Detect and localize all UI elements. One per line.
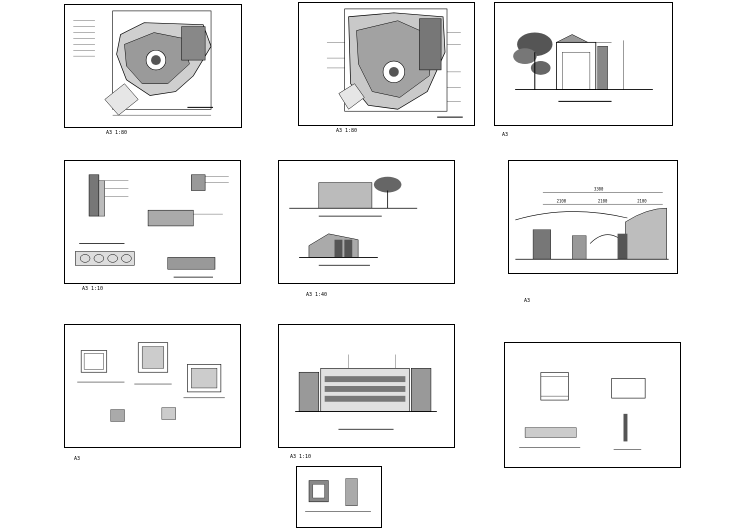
drawing-sheet-small-detail[interactable] [296,466,382,528]
drawing-sheet-planter-details[interactable] [64,324,241,448]
drawing-sheet-pavilion-section[interactable] [494,2,673,126]
drawing-sheet-site-plan[interactable] [64,4,242,128]
site-plan-drawing [73,10,214,116]
dimension-a: 2100 [557,198,567,203]
dimension-c: 2100 [637,198,647,203]
drawing-sheet-labeled-plan[interactable] [298,2,475,126]
drawing-sheet-wall-section[interactable] [278,324,455,448]
sheet-caption: A3 1:10 [82,286,104,292]
sheet-caption: A3 1:80 [336,128,358,134]
drawing-sheet-wall-elevations[interactable] [278,160,455,284]
sheet-caption: A3 1:80 [106,130,128,136]
labeled-plan-drawing [326,8,463,118]
dimension-total: 3300 [594,186,604,191]
wall-section-drawing [295,354,437,430]
drawing-sheet-bench-details[interactable] [504,342,681,468]
sheet-caption: A3 [524,298,531,304]
small-detail-drawing [305,478,371,512]
sheet-caption: A3 [502,132,509,138]
planter-details-drawing [77,342,225,422]
sheet-caption: A3 1:10 [290,454,312,460]
sheet-caption: A3 [74,456,81,462]
bench-details-drawing [519,372,646,450]
pavilion-section-drawing [513,32,653,102]
sheet-caption: A3 1:40 [306,292,328,298]
paving-details-drawing [75,174,229,278]
wall-elevations-drawing [289,176,418,266]
drawing-sheet-long-elevation[interactable]: 3300 2100 2100 2100 [508,160,678,274]
dimension-b: 2100 [598,198,608,203]
long-elevation-drawing: 3300 2100 2100 2100 [515,186,669,260]
drawing-sheet-paving-details[interactable] [64,160,241,284]
